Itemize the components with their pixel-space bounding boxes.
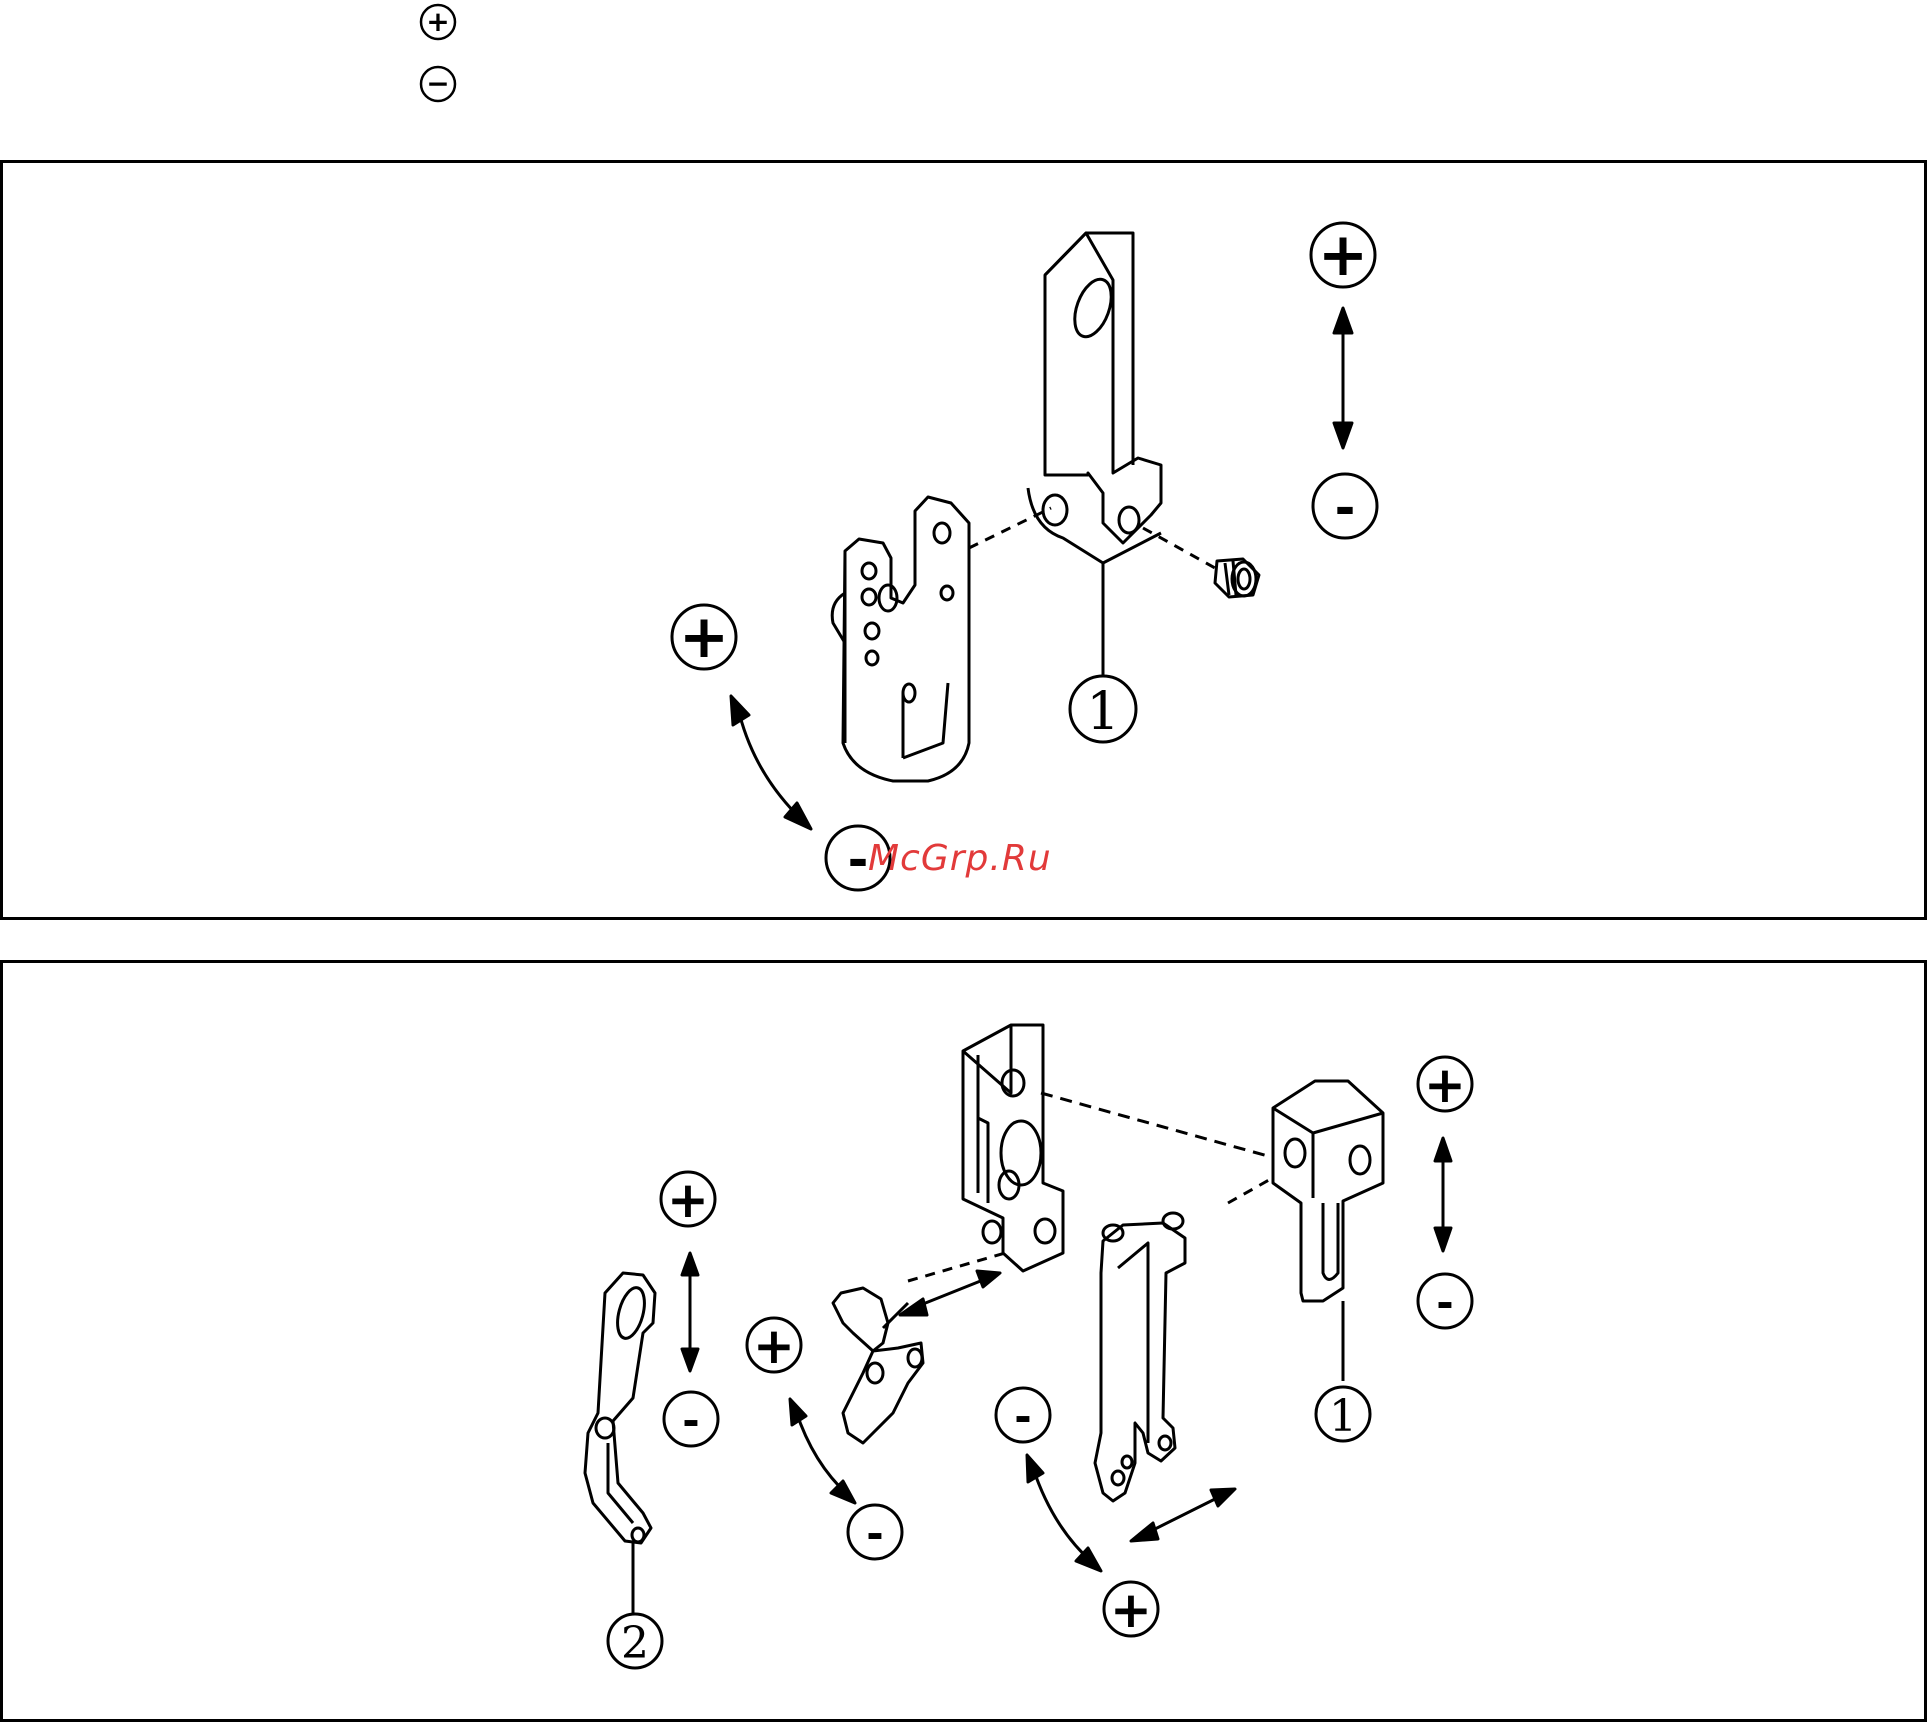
right-vertical-arrow-icon [1435, 1138, 1451, 1251]
screw-dash-line [1143, 528, 1215, 568]
bottom-diagram-svg: + - + - - + + - 1 2 [3, 963, 1927, 1725]
legend-minus-text: − [426, 67, 449, 100]
plus-right-label: + [1424, 1056, 1466, 1114]
legend-plus-icon: + [421, 5, 455, 39]
right-bracket-part [1273, 1081, 1383, 1301]
minus-left-label: - [682, 1396, 699, 1445]
pivot-dash-line [969, 508, 1051, 548]
arm-diagonal-arrow-icon [1131, 1489, 1235, 1541]
minus-right-rot-label: - [1014, 1392, 1031, 1441]
minus-right-label: - [1436, 1278, 1453, 1327]
set-screw-part [1215, 559, 1259, 597]
bottom-diagram-panel: + - + - - + + - 1 2 [0, 960, 1927, 1722]
dash-line-block-to-arm [1041, 1093, 1293, 1163]
part-1-label: 1 [1086, 682, 1119, 742]
minus-vertical-label: - [1335, 479, 1356, 537]
legend: + − [0, 0, 1927, 160]
rotation-double-arrow-icon [731, 696, 811, 829]
central-block-part [963, 1025, 1063, 1271]
plus-left-label: + [667, 1171, 709, 1229]
top-diagram-svg: + - + - 1 [3, 163, 1927, 923]
u-bracket-part [832, 497, 969, 781]
part-1b-label: 1 [1329, 1391, 1357, 1442]
part-2-label: 2 [621, 1618, 649, 1669]
right-rotation-arrow-icon [1027, 1455, 1101, 1571]
left-link-part [585, 1273, 655, 1543]
minus-rotation-label: - [848, 831, 869, 889]
minus-mid-label: - [866, 1509, 883, 1558]
legend-minus-icon: − [421, 67, 455, 101]
plus-mid-label: + [753, 1317, 795, 1375]
top-diagram-panel: + - + - 1 [0, 160, 1927, 920]
plus-right-rot-label: + [1110, 1581, 1152, 1639]
plus-rotation-label: + [679, 602, 729, 672]
long-arm-part [1095, 1213, 1185, 1501]
legend-plus-text: + [426, 5, 449, 38]
left-vertical-arrow-icon [682, 1253, 698, 1371]
watermark-text: McGrp.Ru [868, 838, 1052, 879]
plus-vertical-label: + [1318, 220, 1368, 290]
upper-bracket-part [1028, 233, 1161, 573]
vertical-double-arrow-icon [1334, 308, 1352, 448]
